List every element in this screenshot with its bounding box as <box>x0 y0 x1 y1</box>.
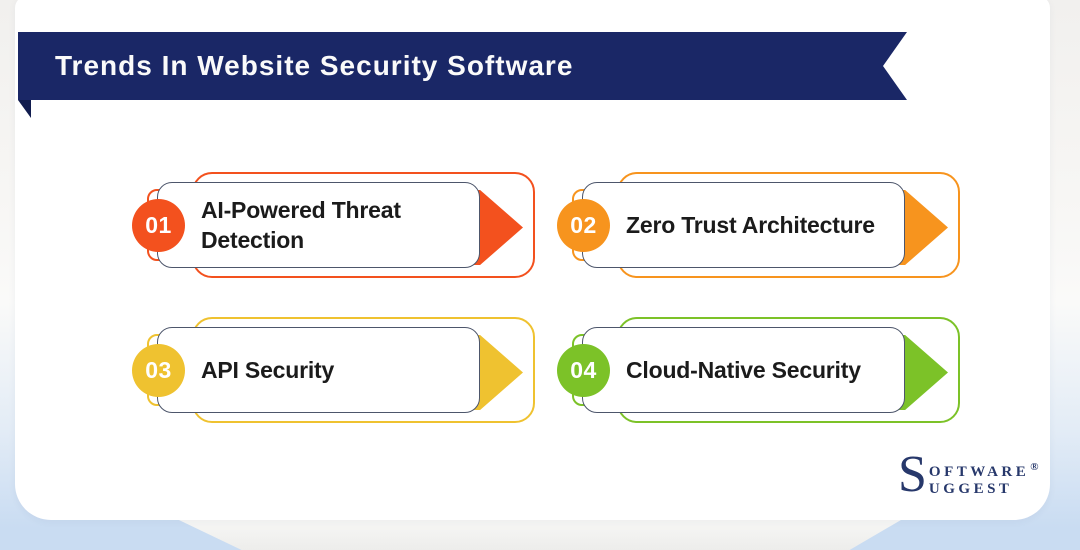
registered-trademark-icon: ® <box>1030 461 1039 473</box>
trend-item-02: Zero Trust Architecture 02 <box>555 170 965 282</box>
item-label: AI-Powered Threat Detection <box>201 197 401 253</box>
item-number-badge: 01 <box>132 199 185 252</box>
item-number: 04 <box>570 357 597 383</box>
softwaresuggest-logo: S OFTWARE® UGGEST <box>898 446 1039 503</box>
item-number: 02 <box>570 212 597 238</box>
item-label: Cloud-Native Security <box>626 357 861 383</box>
item-number: 01 <box>145 212 172 238</box>
item-label: Zero Trust Architecture <box>626 212 875 238</box>
item-card: Cloud-Native Security <box>582 327 905 413</box>
page-title: Trends In Website Security Software <box>55 50 574 81</box>
item-card: AI-Powered Threat Detection <box>157 182 480 268</box>
item-number-badge: 03 <box>132 344 185 397</box>
item-number: 03 <box>145 357 172 383</box>
logo-line2: UGGEST <box>928 481 1013 497</box>
trend-item-01: AI-Powered Threat Detection 01 <box>130 170 540 282</box>
trend-item-04: Cloud-Native Security 04 <box>555 315 965 427</box>
item-card: API Security <box>157 327 480 413</box>
item-card: Zero Trust Architecture <box>582 182 905 268</box>
item-number-badge: 04 <box>557 344 610 397</box>
logo-line1: OFTWARE® <box>928 461 1039 480</box>
logo-big-letter: S <box>898 446 927 503</box>
title-banner: Trends In Website Security Software <box>18 32 907 100</box>
trend-item-03: API Security 03 <box>130 315 540 427</box>
item-label: API Security <box>201 357 335 383</box>
item-number-badge: 02 <box>557 199 610 252</box>
